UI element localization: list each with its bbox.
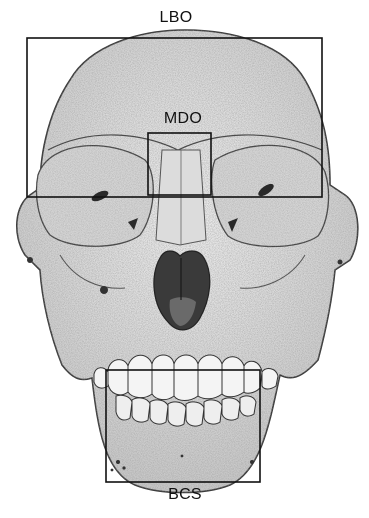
right-orbit (212, 145, 329, 246)
mdo-label: MDO (164, 110, 202, 128)
left-orbit (37, 146, 154, 247)
bcs-label: BCS (168, 486, 202, 504)
lbo-label: LBO (160, 9, 193, 27)
